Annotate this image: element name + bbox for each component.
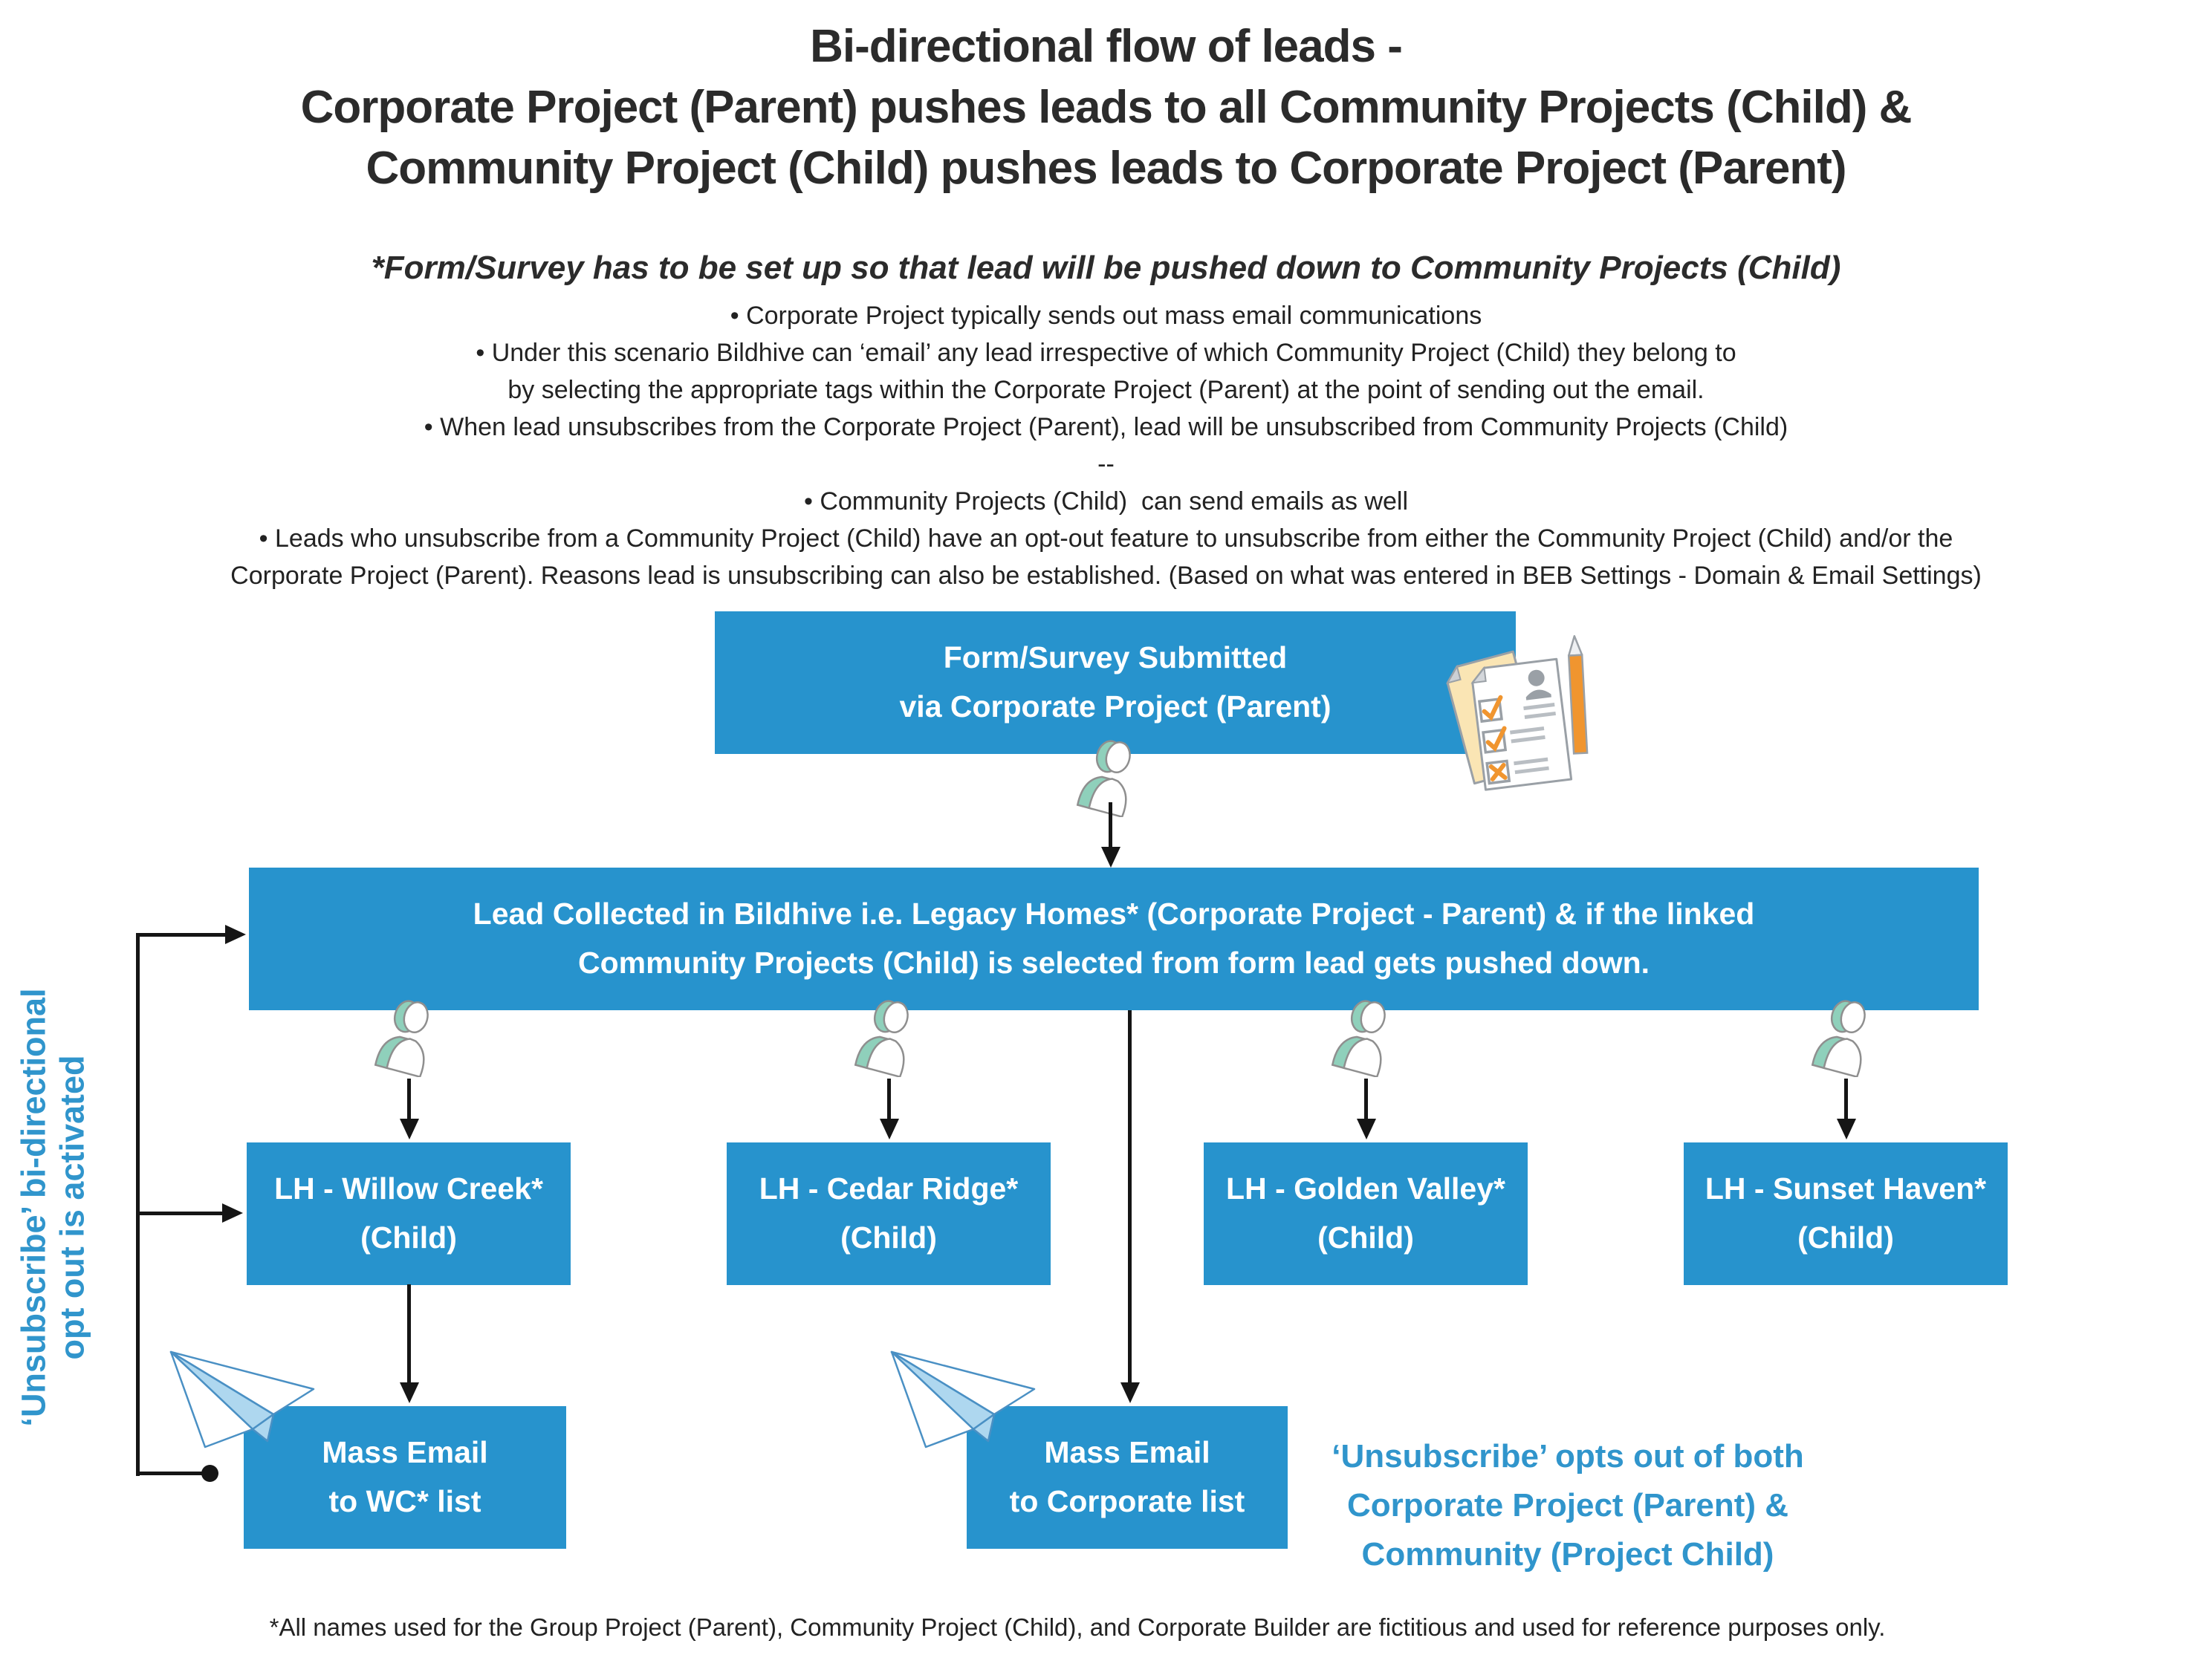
- title-line-2: Corporate Project (Parent) pushes leads …: [300, 81, 1913, 133]
- right-label-line-3: Community (Project Child): [1361, 1536, 1774, 1573]
- title-line-3: Community Project (Child) pushes leads t…: [366, 142, 1846, 194]
- subtitle: *Form/Survey has to be set up so that le…: [371, 250, 1841, 286]
- paper-plane-icon: [169, 1350, 315, 1448]
- flow-line: [407, 1079, 411, 1120]
- arrow-down-icon: [400, 1119, 419, 1139]
- mass-email-corporate-line-1: Mass Email: [1044, 1435, 1210, 1470]
- arrow-down-icon: [1120, 1382, 1140, 1403]
- child-box-sub: (Child): [360, 1220, 457, 1255]
- arrow-down-icon: [1357, 1119, 1376, 1139]
- note-line: Corporate Project (Parent). Reasons lead…: [230, 562, 1982, 590]
- note-separator: --: [1097, 450, 1115, 478]
- person-icon: [374, 1000, 429, 1077]
- right-label-line-2: Corporate Project (Parent) &: [1346, 1487, 1789, 1524]
- child-box-cedar-ridge: LH - Cedar Ridge* (Child): [727, 1142, 1051, 1285]
- child-box-willow-creek: LH - Willow Creek* (Child): [247, 1142, 571, 1285]
- unsubscribe-opt-out-label: ‘Unsubscribe’ opts out of both Corporate…: [1315, 1432, 1820, 1579]
- child-box-sunset-haven: LH - Sunset Haven* (Child): [1684, 1142, 2008, 1285]
- child-box-golden-valley: LH - Golden Valley* (Child): [1204, 1142, 1528, 1285]
- arrow-down-icon: [400, 1382, 419, 1403]
- footnote: *All names used for the Group Project (P…: [269, 1613, 1886, 1641]
- right-label-line-1: ‘Unsubscribe’ opts out of both: [1332, 1438, 1804, 1474]
- left-label-line-1: ‘Unsubscribe’ bi-directional: [14, 988, 53, 1427]
- note-line: • When lead unsubscribes from the Corpor…: [424, 413, 1788, 441]
- mass-email-wc-box: Mass Email to WC* list: [244, 1406, 566, 1549]
- flow-line: [1109, 802, 1112, 850]
- child-box-name: LH - Sunset Haven*: [1705, 1171, 1987, 1206]
- arrow-right-icon: [225, 925, 246, 944]
- child-box-name: LH - Cedar Ridge*: [759, 1171, 1019, 1206]
- notes-block: • Corporate Project typically sends out …: [0, 297, 2212, 594]
- child-box-name: LH - Golden Valley*: [1226, 1171, 1505, 1206]
- note-line: by selecting the appropriate tags within…: [507, 376, 1705, 404]
- page-title: Bi-directional flow of leads - Corporate…: [0, 16, 2212, 198]
- note-line: • Community Projects (Child) can send em…: [803, 487, 1409, 516]
- note-line: • Under this scenario Bildhive can ‘emai…: [476, 339, 1736, 367]
- lead-collected-box: Lead Collected in Bildhive i.e. Legacy H…: [249, 868, 1979, 1010]
- form-survey-box: Form/Survey Submitted via Corporate Proj…: [715, 611, 1516, 754]
- child-box-sub: (Child): [840, 1220, 937, 1255]
- flow-line: [407, 1284, 411, 1384]
- form-survey-box-line-2: via Corporate Project (Parent): [899, 689, 1332, 724]
- flow-line: [887, 1079, 891, 1120]
- unsubscribe-bidirectional-label: ‘Unsubscribe’ bi-directional opt out is …: [15, 985, 93, 1431]
- flow-line: [1844, 1079, 1848, 1120]
- left-label-line-2: opt out is activated: [53, 1055, 91, 1360]
- note-line: • Leads who unsubscribe from a Community…: [259, 524, 1953, 553]
- flow-line: [1364, 1079, 1368, 1120]
- person-icon: [1331, 1000, 1386, 1077]
- person-icon: [1076, 740, 1131, 817]
- bracket-line: [136, 1472, 204, 1475]
- person-icon: [854, 1000, 909, 1077]
- arrow-down-icon: [1837, 1119, 1856, 1139]
- title-line-1: Bi-directional flow of leads -: [810, 21, 1403, 72]
- bracket-line: [136, 1212, 224, 1215]
- person-icon: [1811, 1000, 1866, 1077]
- form-survey-box-line-1: Form/Survey Submitted: [943, 640, 1288, 675]
- mass-email-corporate-box: Mass Email to Corporate list: [967, 1406, 1288, 1549]
- survey-form-icon: [1446, 634, 1589, 791]
- mass-email-corporate-line-2: to Corporate list: [1009, 1484, 1245, 1518]
- connector-dot: [201, 1465, 218, 1482]
- flow-line: [1128, 1010, 1132, 1384]
- child-box-sub: (Child): [1317, 1220, 1414, 1255]
- mass-email-wc-line-1: Mass Email: [322, 1435, 488, 1470]
- lead-collected-line-1: Lead Collected in Bildhive i.e. Legacy H…: [473, 897, 1755, 931]
- arrow-down-icon: [1101, 847, 1120, 868]
- lead-collected-line-2: Community Projects (Child) is selected f…: [577, 946, 1650, 980]
- bracket-line: [136, 933, 227, 937]
- note-line: • Corporate Project typically sends out …: [730, 302, 1482, 330]
- bracket-line: [136, 933, 140, 1476]
- paper-plane-icon: [890, 1350, 1036, 1448]
- mass-email-wc-line-2: to WC* list: [328, 1484, 481, 1518]
- arrow-down-icon: [880, 1119, 899, 1139]
- child-box-sub: (Child): [1797, 1220, 1894, 1255]
- child-box-name: LH - Willow Creek*: [274, 1171, 543, 1206]
- arrow-right-icon: [222, 1203, 243, 1223]
